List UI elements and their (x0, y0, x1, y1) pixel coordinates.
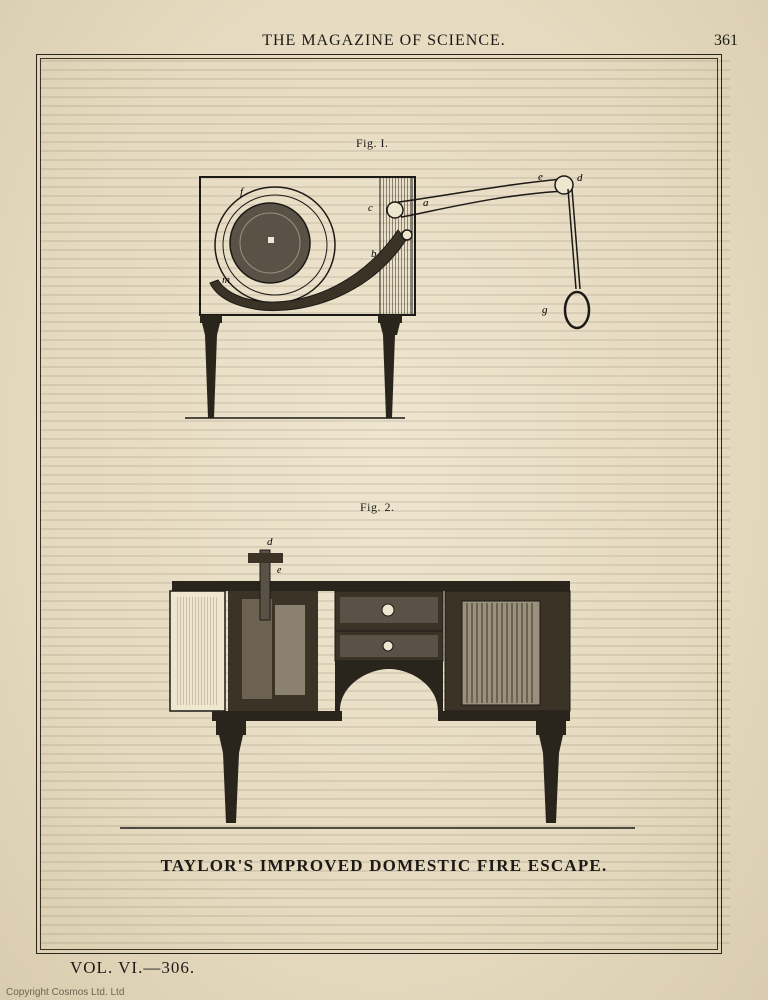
page-header: THE MAGAZINE OF SCIENCE. 361 (0, 30, 768, 58)
page-number: 361 (714, 32, 738, 49)
svg-text:m: m (222, 274, 230, 286)
svg-text:a: a (423, 197, 429, 209)
svg-text:g: g (542, 304, 548, 316)
svg-text:e: e (277, 565, 282, 576)
running-title: THE MAGAZINE OF SCIENCE. (262, 32, 506, 49)
plate-border (36, 54, 722, 954)
copyright-watermark: Copyright Cosmos Ltd. Ltd (6, 987, 125, 998)
svg-text:f: f (240, 186, 245, 198)
svg-text:b: b (371, 248, 377, 260)
plate-caption: TAYLOR'S IMPROVED DOMESTIC FIRE ESCAPE. (160, 856, 608, 875)
figure-2-label: Fig. 2. (360, 500, 395, 514)
svg-text:d: d (267, 536, 273, 548)
svg-text:d: d (577, 172, 583, 184)
figure-2-illustration: d e (120, 536, 635, 829)
figure-1-illustration: f e d c a b m g (185, 171, 591, 419)
svg-text:c: c (368, 202, 373, 214)
volume-footer: VOL. VI.—306. (70, 958, 196, 977)
plate-inner-border (40, 58, 718, 950)
figure-1-label: Fig. I. (356, 136, 389, 150)
svg-text:e: e (538, 171, 543, 183)
